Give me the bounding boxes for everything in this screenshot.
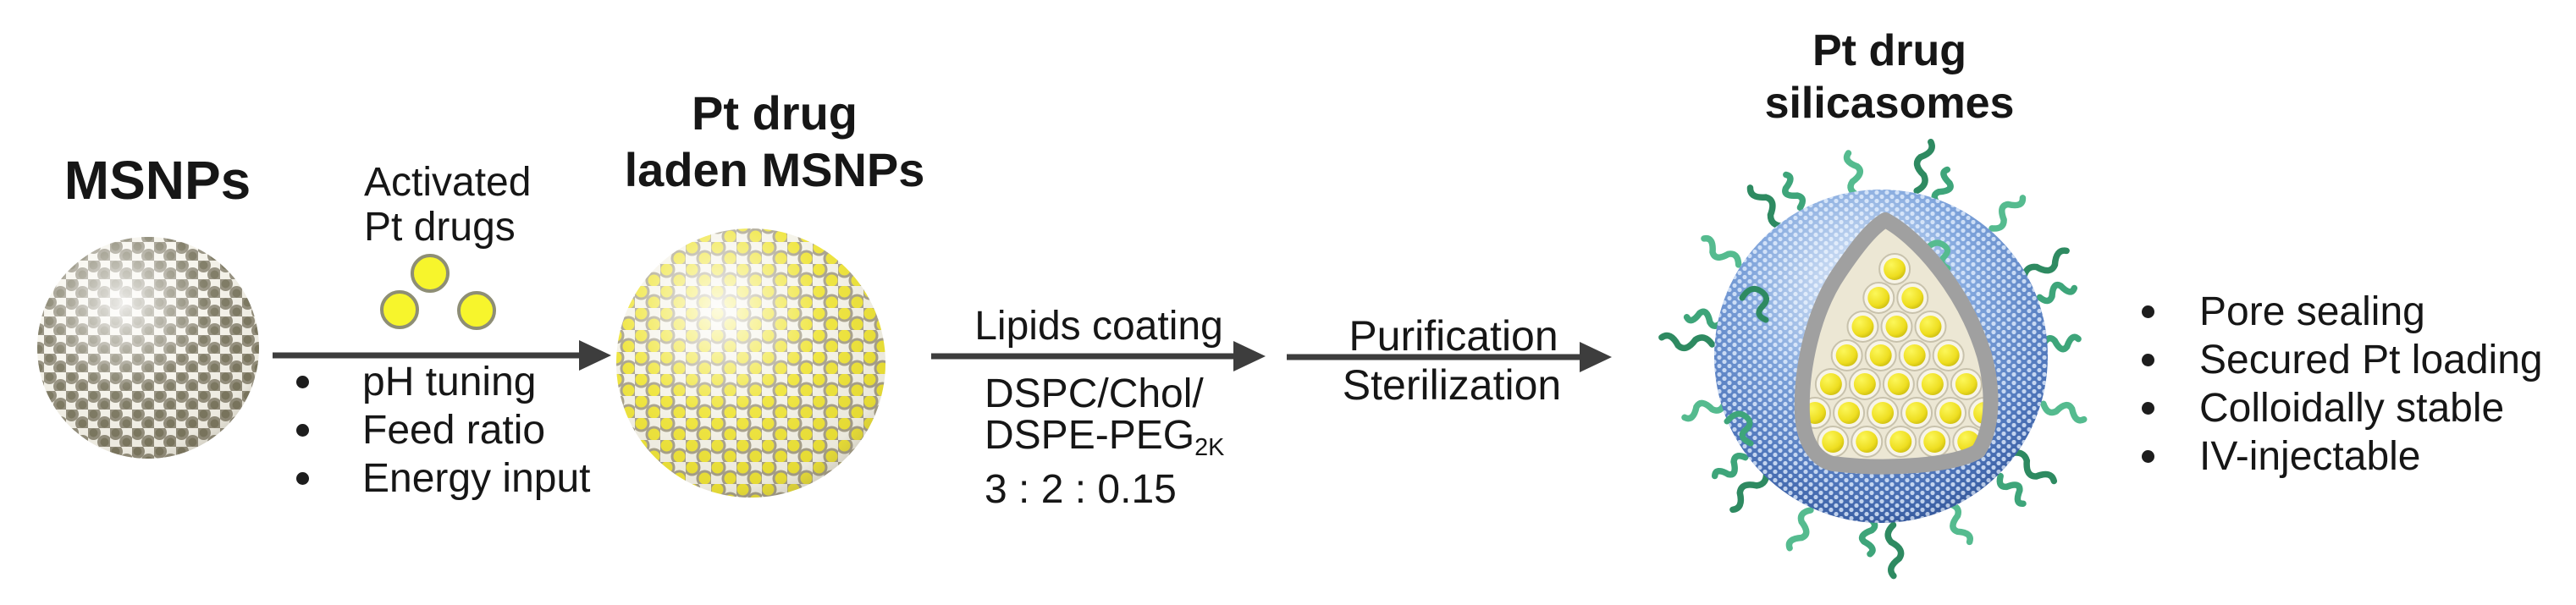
list-item-label: Pore sealing: [2199, 289, 2425, 334]
formula-line1: DSPC/Chol/: [985, 371, 1204, 416]
lipids-coating-label: Lipids coating: [974, 304, 1223, 349]
stage3-title-line1: Pt drug: [1812, 26, 1966, 75]
stage2-title-line1: Pt drug: [692, 86, 858, 140]
stage3-title-line2: silicasomes: [1764, 79, 2015, 128]
bullet-dot-icon: [296, 376, 309, 388]
lipid-formula: DSPC/Chol/ DSPE-PEG2K 3 : 2 : 0.15: [985, 373, 1224, 510]
peg-subscript: 2K: [1194, 434, 1225, 462]
list-item-label: Secured Pt loading: [2199, 338, 2543, 382]
bullet-dot-icon: [2142, 450, 2154, 463]
bullet-dot-icon: [296, 424, 309, 437]
loading-conditions-list: pH tuning Feed ratio Energy input: [296, 358, 591, 503]
stage1-title: MSNPs: [63, 150, 251, 211]
pt-laden-msnp-sphere: [616, 228, 885, 498]
list-item-label: Energy input: [362, 456, 591, 501]
purification-arrow: [1287, 342, 1612, 372]
cutaway-window: [1794, 212, 1999, 475]
lipids-coating-arrow: [931, 341, 1266, 371]
sterilization-label: Sterilization: [1342, 361, 1562, 409]
activated-line1: Activated: [364, 160, 532, 205]
purification-label: Purification: [1349, 312, 1558, 360]
list-item-label: Colloidally stable: [2199, 386, 2505, 431]
activated-line2: Pt drugs: [364, 205, 516, 250]
stage2-title: Pt drug laden MSNPs: [625, 85, 925, 198]
stage3-title: Pt drug silicasomes: [1765, 25, 2015, 129]
list-item-label: IV-injectable: [2199, 434, 2421, 479]
list-item: Colloidally stable: [2142, 384, 2543, 432]
silicasome-sphere: [1658, 138, 2088, 580]
list-item-label: Feed ratio: [362, 408, 546, 453]
list-item: Pore sealing: [2142, 288, 2543, 336]
formula-line2-base: DSPE-PEG: [985, 413, 1195, 458]
msnp-sphere: [37, 237, 259, 459]
activated-pt-drugs-label: Activated Pt drugs: [364, 160, 531, 250]
list-item: pH tuning: [296, 358, 591, 406]
loading-arrow: [273, 340, 611, 371]
formula-line2: DSPE-PEG2K: [985, 415, 1224, 469]
silicasome-features-list: Pore sealing Secured Pt loading Colloida…: [2142, 288, 2543, 481]
bullet-dot-icon: [2142, 402, 2154, 415]
bullet-dot-icon: [2142, 305, 2154, 318]
list-item-label: pH tuning: [362, 360, 537, 404]
bullet-dot-icon: [2142, 354, 2154, 366]
peg-chain-squiggles: [1658, 138, 2088, 580]
list-item: Secured Pt loading: [2142, 336, 2543, 384]
activated-pt-drug-dots: [380, 254, 496, 330]
formula-line3: 3 : 2 : 0.15: [985, 467, 1177, 513]
list-item: Feed ratio: [296, 406, 591, 454]
bullet-dot-icon: [296, 472, 309, 485]
list-item: IV-injectable: [2142, 432, 2543, 481]
stage2-title-line2: laden MSNPs: [624, 143, 925, 196]
list-item: Energy input: [296, 454, 591, 503]
